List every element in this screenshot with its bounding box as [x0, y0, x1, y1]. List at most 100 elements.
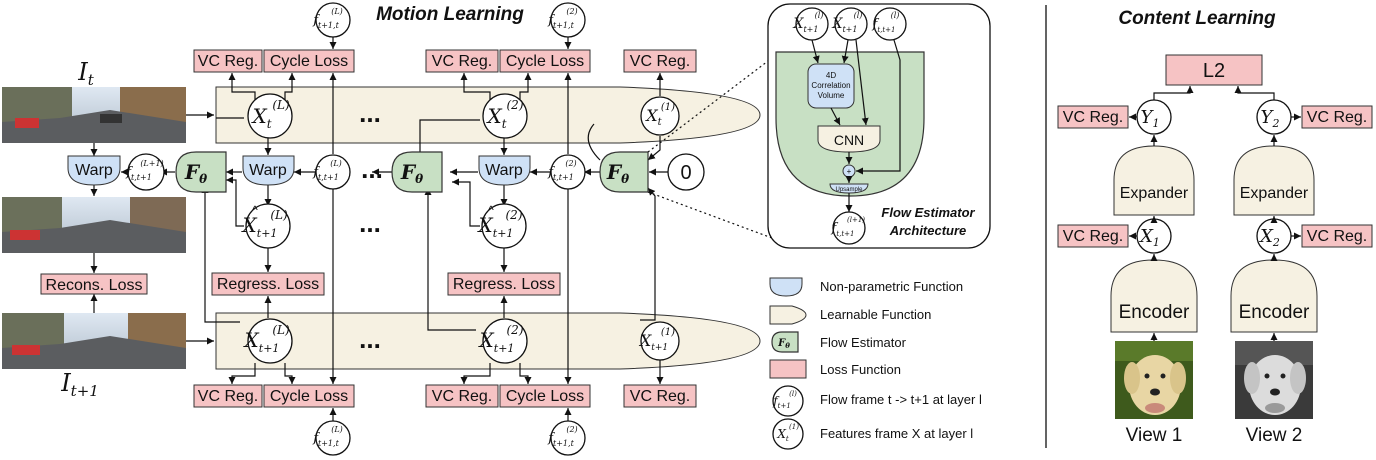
- cycle-loss-bottom-2-label: Cycle Loss: [506, 388, 584, 405]
- regress-loss-2: [447, 272, 561, 296]
- feature-xt-1-sup: (1): [661, 102, 675, 113]
- flow-rev-top-2-sup: (2): [566, 7, 577, 16]
- legend-flowest-label: Flow Estimator: [820, 335, 907, 350]
- vc-reg-top-2-label: VC Reg.: [432, 53, 492, 70]
- inset-title-line2: Architecture: [889, 223, 967, 238]
- legend-learnable-label: Learnable Function: [820, 307, 931, 322]
- flow-estimator-2-label: Fθ: [400, 160, 423, 186]
- zero-node: [667, 153, 705, 191]
- feature-xt1-1-sup: (1): [661, 327, 675, 338]
- legend-loss-swatch: [769, 359, 807, 379]
- inset-corr-line3: Volume: [818, 91, 845, 100]
- feature-xt1-L: [247, 318, 293, 364]
- legend-feature-circle-symbol: Xt: [776, 427, 789, 443]
- vc-reg-x2-label: VC Reg.: [1307, 228, 1367, 245]
- feature-xt1-1-label: Xt+1: [638, 331, 668, 353]
- recons-loss-box: [40, 273, 148, 295]
- warp-left: [67, 155, 121, 186]
- feature-xhat-2: [481, 203, 527, 249]
- vc-reg-bottom-1: [623, 384, 697, 408]
- flow-f-2-label: ft,t+1: [547, 165, 574, 182]
- vc-reg-bottom-2-label: VC Reg.: [432, 388, 492, 405]
- vc-reg-y1: [1057, 105, 1129, 129]
- expander-2-label: Expander: [1240, 185, 1309, 202]
- warp-2: [478, 155, 531, 186]
- vc-reg-bottom-1-label: VC Reg.: [630, 388, 690, 405]
- cycle-loss-top-L: [263, 49, 355, 73]
- legend-flow-circle-sup: (l): [789, 390, 797, 398]
- inset-x-input: [834, 7, 868, 41]
- inset-plus-label: +: [847, 167, 852, 176]
- motion-learning-title: Motion Learning: [376, 4, 524, 25]
- cycle-loss-top-2-label: Cycle Loss: [506, 53, 584, 70]
- view1-label: View 1: [1126, 425, 1183, 446]
- inset-f-output-sup: (l+1): [847, 216, 865, 224]
- feature-xt1-2-sup: (2): [507, 323, 524, 337]
- legend-learnable-swatch: [769, 305, 807, 325]
- feature-xhat-L: [245, 203, 291, 249]
- y1-node-label: Y1: [1141, 107, 1160, 130]
- vc-reg-top-1: [623, 49, 697, 73]
- flow-estimator-L-label: Fθ: [184, 160, 207, 186]
- street-photo-warped: [2, 197, 186, 253]
- flow-rev-top-2: [550, 2, 586, 38]
- zero-node-label: 0: [680, 162, 691, 184]
- flow-f-L1-label: ft,t+1: [125, 165, 152, 182]
- feature-xhat-2-label: Xt+1: [477, 213, 514, 240]
- inset-title-line1: Flow Estimator: [881, 205, 975, 220]
- ellipsis-bottom: ...: [359, 324, 381, 354]
- flow-rev-bottom-L-label: ft+1,t: [312, 431, 339, 448]
- legend-loss-label: Loss Function: [820, 362, 901, 377]
- cycle-loss-bottom-2: [499, 384, 591, 408]
- ellipsis-mid: ...: [361, 154, 383, 184]
- flow-rev-bottom-2-label: ft+1,t: [547, 431, 574, 448]
- flow-f-L1-sup: (L+1): [140, 159, 163, 168]
- feature-xt-1-label: Xt: [644, 106, 662, 128]
- warp-L: [242, 155, 295, 186]
- vc-reg-x2: [1301, 224, 1373, 248]
- regress-loss-2-label: Regress. Loss: [453, 276, 555, 293]
- vc-reg-y2: [1301, 105, 1373, 129]
- feature-xt-2: [482, 93, 528, 139]
- ellipsis-xhat: ...: [359, 208, 381, 238]
- legend-feature-circle-label: Features frame X at layer l: [820, 426, 973, 441]
- inset-f-label: ft,t+1: [872, 17, 896, 34]
- dog-image-view1: [1115, 341, 1193, 419]
- vc-reg-bottom-2: [425, 384, 499, 408]
- warp-L-label: Warp: [249, 162, 287, 179]
- legend-non-param-label: Non-parametric Function: [820, 279, 963, 294]
- legend-flow-circle-label: Flow frame t -> t+1 at layer l: [820, 392, 982, 407]
- inset-corr-line1: 4D: [826, 71, 836, 80]
- feature-xt1-2-label: Xt+1: [478, 328, 515, 355]
- dog-image-view2: [1235, 341, 1313, 419]
- vc-reg-bottom-L: [193, 384, 263, 408]
- feature-xhat-L-hat: ^: [252, 203, 258, 217]
- inset-xhat-sup: (l): [815, 11, 824, 20]
- legend-non-param-swatch: [769, 277, 803, 297]
- legend-flowest-symbol: Fθ: [777, 338, 790, 350]
- expander-2: [1233, 145, 1315, 216]
- inset-upsample-label: Upsample: [835, 187, 863, 193]
- legend-feature-circle-sup: (1): [789, 423, 799, 431]
- legend-flow-circle-symbol: ft+1: [772, 394, 791, 410]
- feature-xt-2-sup: (2): [507, 98, 524, 112]
- legend-flow-circle: [772, 385, 804, 417]
- vc-reg-top-2: [425, 49, 499, 73]
- flow-estimator-L: [175, 151, 227, 193]
- legend-feature-circle: [772, 418, 804, 450]
- feature-xt-L-label: Xt: [250, 104, 271, 131]
- vc-reg-y2-label: VC Reg.: [1307, 109, 1367, 126]
- warp-2-label: Warp: [485, 162, 523, 179]
- expander-1: [1113, 145, 1195, 216]
- x2-node-label: X2: [1258, 226, 1280, 249]
- regress-loss-L: [211, 272, 325, 296]
- inset-f-output-label: ft,t+1: [831, 221, 855, 238]
- legend: Non-parametric Function Learnable Functi…: [769, 277, 982, 450]
- x1-node-label: X1: [1138, 226, 1160, 249]
- inset-x-sup: (l): [854, 11, 863, 20]
- expander-1-label: Expander: [1120, 185, 1189, 202]
- ellipsis-top: ...: [359, 98, 381, 128]
- feature-xhat-L-sup: (L): [270, 208, 288, 222]
- cycle-loss-bottom-L: [263, 384, 355, 408]
